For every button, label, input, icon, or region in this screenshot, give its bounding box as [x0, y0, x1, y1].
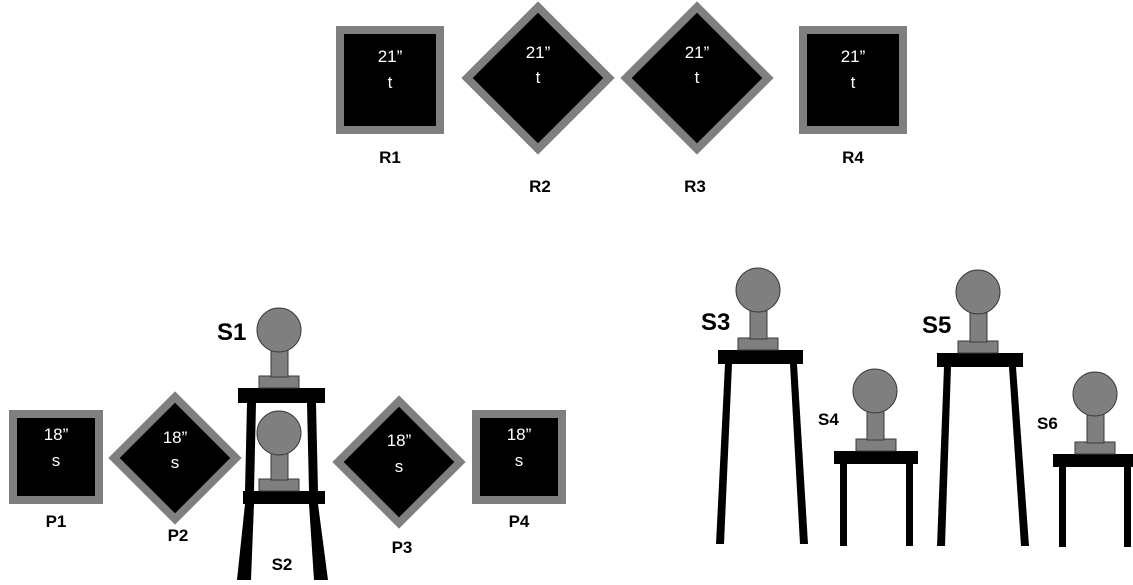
stand-s1-leg-right [307, 403, 318, 491]
stand-s3-head [735, 267, 781, 313]
sign-p1: 18” s P1 [9, 410, 103, 531]
stand-s3-base [737, 337, 779, 351]
sign-r2: 21” t R2 [461, 1, 615, 196]
sign-p3-size: 18” [387, 431, 412, 450]
sign-r3-label: R3 [684, 177, 706, 196]
sign-r4-label: R4 [842, 148, 864, 167]
stand-s6-tabletop [1053, 454, 1133, 467]
stand-s1-base [258, 375, 300, 389]
stand-s1-leg-left [245, 403, 256, 491]
sign-p4-panel [472, 410, 566, 504]
sign-p4-letter: s [515, 451, 524, 470]
sign-p1-letter: s [52, 451, 61, 470]
stand-s5-leg-right [1009, 367, 1029, 546]
sign-r3-letter: t [695, 68, 700, 87]
stand-s6-head [1072, 371, 1118, 417]
sign-r1-letter: t [388, 73, 393, 92]
stand-s2-head [256, 410, 302, 456]
sign-r1-label: R1 [379, 148, 401, 167]
stand-s5: S5 [922, 269, 1029, 546]
stand-s6-leg-right [1124, 467, 1131, 547]
sign-p1-label: P1 [46, 512, 67, 531]
sign-p1-size: 18” [44, 425, 69, 444]
stand-s2-tabletop [243, 491, 325, 504]
stand-s6-label: S6 [1037, 414, 1058, 433]
sign-r1-panel [336, 26, 444, 134]
sign-p2-letter: s [171, 453, 180, 472]
stand-s2-leg-right [309, 504, 328, 580]
stand-s6-leg-left [1059, 467, 1066, 547]
sign-r2-label: R2 [529, 177, 551, 196]
sign-p3: 18” s P3 [332, 395, 466, 557]
stand-s1-neck [270, 349, 289, 378]
sign-r1: 21” t R1 [336, 26, 444, 167]
stand-s2-leg-left [237, 504, 254, 580]
stand-s4-base [855, 438, 897, 452]
sign-r4: 21” t R4 [799, 26, 907, 167]
stand-s4-leg-left [840, 464, 847, 546]
sign-r3-panel [620, 1, 774, 155]
stand-s3-leg-right [790, 364, 808, 544]
sign-p2-panel [108, 391, 242, 525]
stand-s4-head [852, 368, 898, 414]
sign-p2-label: P2 [168, 526, 189, 545]
stand-s5-head [955, 269, 1001, 315]
stand-s5-neck [969, 312, 988, 343]
sign-p3-letter: s [395, 457, 404, 476]
sign-r1-size: 21” [378, 47, 403, 66]
sign-r4-letter: t [851, 73, 856, 92]
sign-r2-letter: t [536, 68, 541, 87]
stand-s5-leg-left [937, 367, 951, 546]
sign-r2-size: 21” [526, 43, 551, 62]
sign-p2-size: 18” [163, 428, 188, 447]
sign-r3-size: 21” [685, 43, 710, 62]
stand-s5-label: S5 [922, 312, 951, 339]
stand-s6-base [1074, 441, 1116, 455]
stand-s1-label: S1 [217, 319, 246, 346]
stand-s4-leg-right [906, 464, 913, 546]
stand-s3-neck [749, 310, 768, 340]
sign-r4-panel [799, 26, 907, 134]
sign-r4-size: 21” [841, 47, 866, 66]
stand-s3-leg-left [716, 364, 732, 544]
stand-s3-label: S3 [701, 309, 730, 336]
sign-p3-panel [332, 395, 466, 529]
sign-p4-label: P4 [509, 512, 530, 531]
stand-s2-base [258, 478, 300, 492]
stand-s2-label: S2 [272, 555, 293, 574]
sign-p1-panel [9, 410, 103, 504]
stand-s4-tabletop [834, 451, 918, 464]
stand-s5-tabletop [937, 353, 1023, 367]
stand-s4-label: S4 [818, 410, 839, 429]
stand-s3-tabletop [718, 350, 803, 364]
sign-r2-panel [461, 1, 615, 155]
sign-p3-label: P3 [392, 538, 413, 557]
stand-s6-neck [1086, 413, 1105, 444]
sign-p2: 18” s P2 [108, 391, 242, 545]
stand-s4: S4 [818, 368, 918, 546]
sign-r3: 21” t R3 [620, 1, 774, 196]
stand-s3: S3 [701, 267, 808, 544]
sign-p4: 18” s P4 [472, 410, 566, 531]
stand-s1-s2: S1 S2 [217, 307, 328, 580]
stand-s6: S6 [1037, 371, 1133, 547]
stand-s5-base [957, 340, 999, 354]
stand-s1-head [256, 307, 302, 353]
stand-s4-neck [866, 410, 885, 441]
stand-s1-tabletop [238, 388, 325, 403]
stand-s2-neck [270, 451, 289, 481]
sign-p4-size: 18” [507, 425, 532, 444]
